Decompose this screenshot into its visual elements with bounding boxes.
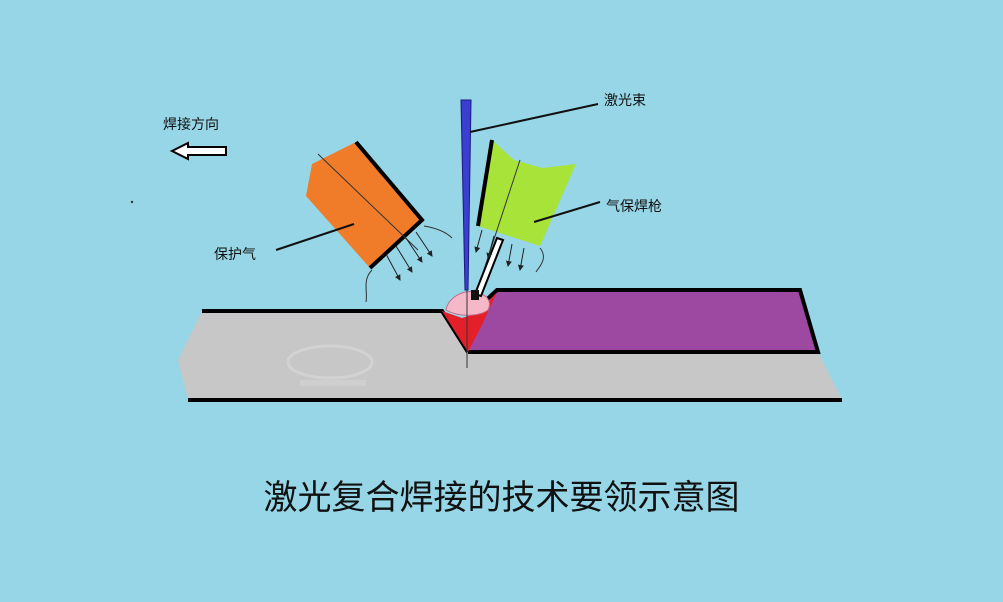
weld-pool <box>442 292 497 352</box>
upper-plate <box>468 290 818 352</box>
laser-beam-label: 激光束 <box>604 93 646 109</box>
base-plate <box>178 311 842 400</box>
diagram-caption: 激光复合焊接的技术要领示意图 <box>263 478 740 518</box>
welding-direction-label: 焊接方向 <box>163 117 219 133</box>
gas-flow-arrows <box>385 231 433 281</box>
shield-gas-nozzle-edge <box>354 140 425 270</box>
torch-head <box>478 140 576 246</box>
torch-gas-wisp <box>535 247 544 273</box>
shield-gas-leader <box>275 223 355 251</box>
watermark-logo <box>286 344 374 386</box>
stray-dot <box>130 200 134 204</box>
plasma-plume <box>445 291 490 316</box>
torch-gas-arrows <box>474 229 525 271</box>
gas-shield-torch-label: 气保焊枪 <box>606 199 662 215</box>
torch-tube <box>473 236 505 298</box>
gas-wisp-line-2 <box>365 269 373 303</box>
torch-leader <box>533 201 601 223</box>
shield-gas-nozzle <box>306 142 422 268</box>
welding-direction-arrow <box>169 141 227 161</box>
upper-plate-top-edge <box>468 288 821 354</box>
gas-wisp-line <box>423 225 453 239</box>
laser-beam-leader <box>469 103 599 133</box>
torch-tip <box>471 290 479 300</box>
torch-head-edge <box>476 139 494 227</box>
shielding-gas-label: 保护气 <box>214 247 256 263</box>
nozzle-axis-line <box>317 153 419 251</box>
laser-beam <box>460 99 472 291</box>
